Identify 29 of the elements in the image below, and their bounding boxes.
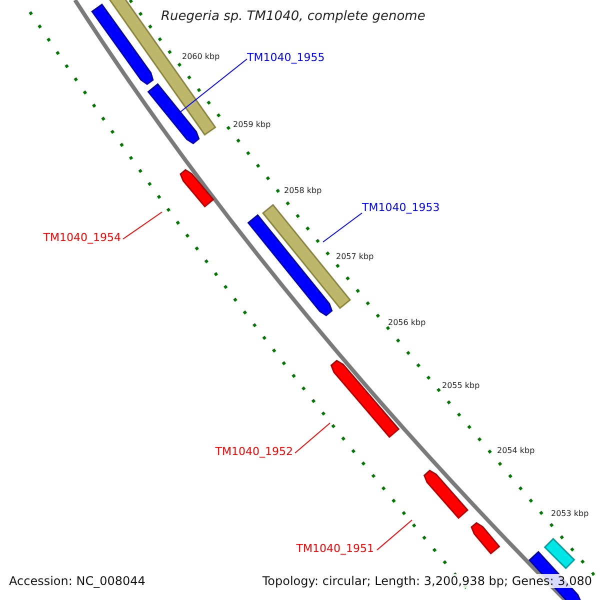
leader-line [178,58,248,114]
leader-line [294,422,330,454]
gene-feature [330,360,400,438]
scale-label: 2058 kbp [284,186,322,196]
gene-label: TM1040_1953 [362,201,440,214]
scale-label: 2057 kbp [336,252,374,262]
scale-label: 2056 kbp [388,318,426,328]
gene-feature [470,522,500,555]
gene-label: TM1040_1951 [296,542,374,556]
gene-feature [147,83,200,144]
accession-text: Accession: NC_008044 [9,574,146,588]
scale-label: 2059 kbp [233,120,271,130]
gene-feature [247,214,333,316]
gene-label: TM1040_1954 [43,231,121,244]
leader-line [376,520,412,550]
gene-feature [91,3,154,86]
scale-label: 2053 kbp [551,509,589,519]
scale-label: 2060 kbp [182,52,220,62]
feature-bar [544,538,576,570]
leader-line [322,212,362,242]
genome-info-text: Topology: circular; Length: 3,200,938 bp; Genes: 3,080 [262,574,592,588]
scale-label: 2054 kbp [497,446,535,456]
gene-label: TM1040_1955 [247,51,325,64]
gene-label: TM1040_1952 [215,445,293,458]
gene-feature [423,470,469,520]
scale-label: 2055 kbp [442,381,480,391]
gene-feature [180,168,214,208]
title: Ruegeria sp. TM1040, complete genome [161,9,426,25]
leader-line [122,212,162,240]
